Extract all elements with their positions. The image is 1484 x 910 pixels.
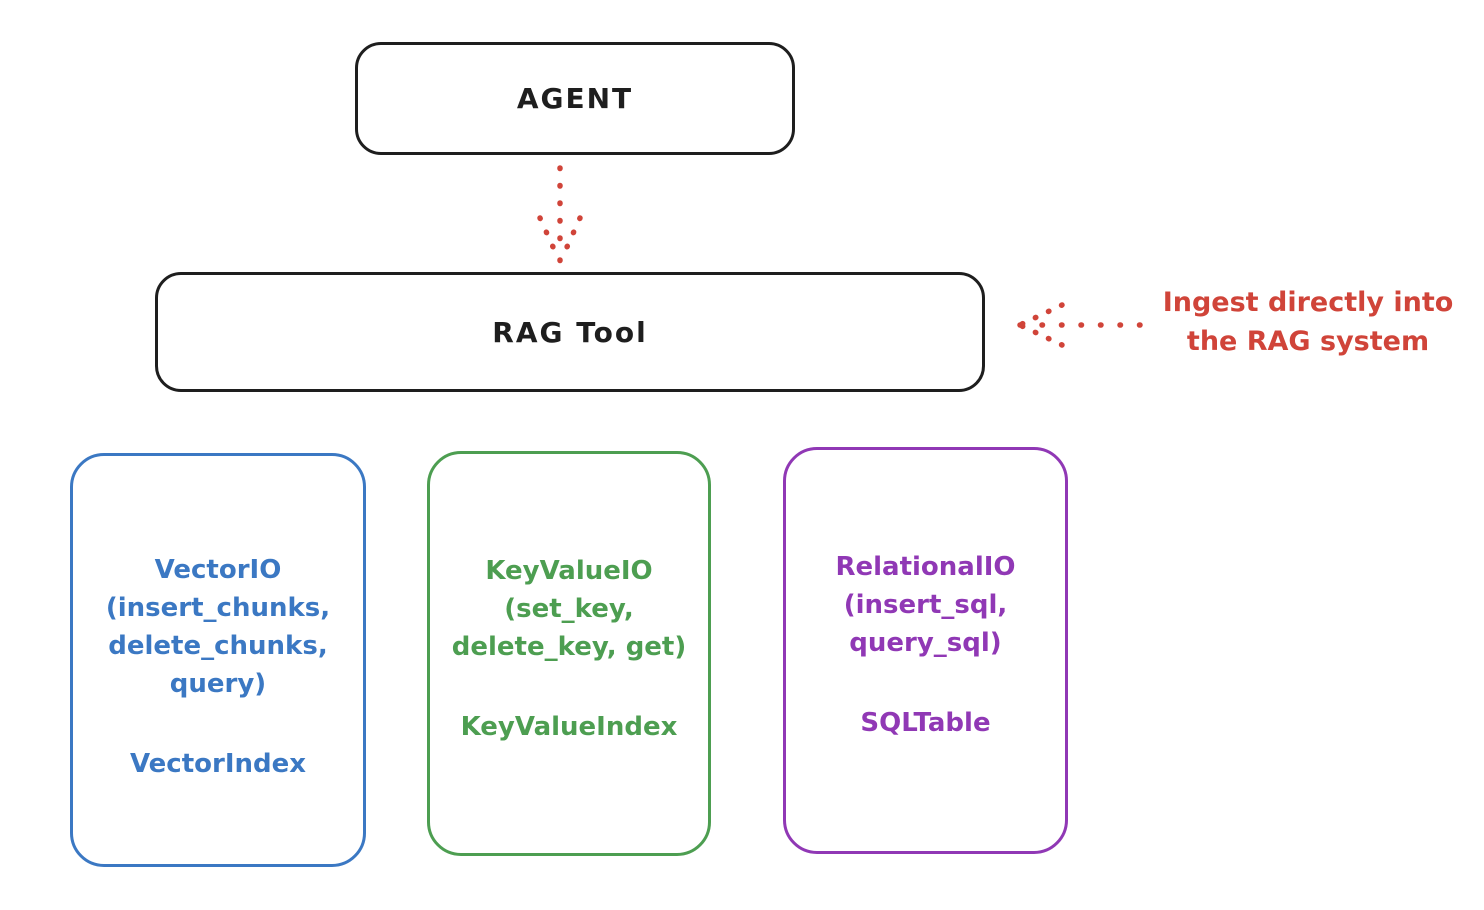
keyvalue-io-line1: KeyValueIO [485,556,653,586]
ingest-arrow [1017,302,1143,348]
relational-io-line1: RelationalIO [835,552,1016,582]
keyvalue-io-node: KeyValueIO (set_key, delete_key, get) Ke… [427,451,711,856]
relational-io-line2: (insert_sql, [843,590,1008,620]
agent-node: AGENT [355,42,795,155]
vector-io-line3: delete_chunks, [108,631,328,661]
vector-io-node: VectorIO (insert_chunks, delete_chunks, … [70,453,366,867]
ingest-annotation-line2: the RAG system [1186,326,1430,357]
keyvalue-io-methods: KeyValueIO (set_key, delete_key, get) [452,552,687,666]
vector-io-line2: (insert_chunks, [105,593,331,623]
agent-node-label: AGENT [516,82,634,115]
vector-io-line4: query) [169,669,267,699]
rag-tool-node: RAG Tool [155,272,985,392]
vector-index-label: VectorIndex [129,749,307,779]
relational-io-node: RelationalIO (insert_sql, query_sql) SQL… [783,447,1068,854]
keyvalue-io-line3: delete_key, get) [451,632,687,662]
vector-io-line1: VectorIO [154,555,282,585]
keyvalue-index-label: KeyValueIndex [460,712,678,742]
relational-io-line3: query_sql) [849,628,1002,658]
keyvalue-io-line2: (set_key, [504,594,634,624]
ingest-annotation: Ingest directly into the RAG system [1140,283,1476,361]
rag-tool-node-label: RAG Tool [492,315,648,349]
sql-table-label: SQLTable [860,708,991,738]
ingest-annotation-line1: Ingest directly into [1162,287,1454,318]
vector-io-methods: VectorIO (insert_chunks, delete_chunks, … [106,551,330,703]
relational-io-methods: RelationalIO (insert_sql, query_sql) [835,548,1015,662]
agent-to-ragtool-arrow [537,165,583,264]
